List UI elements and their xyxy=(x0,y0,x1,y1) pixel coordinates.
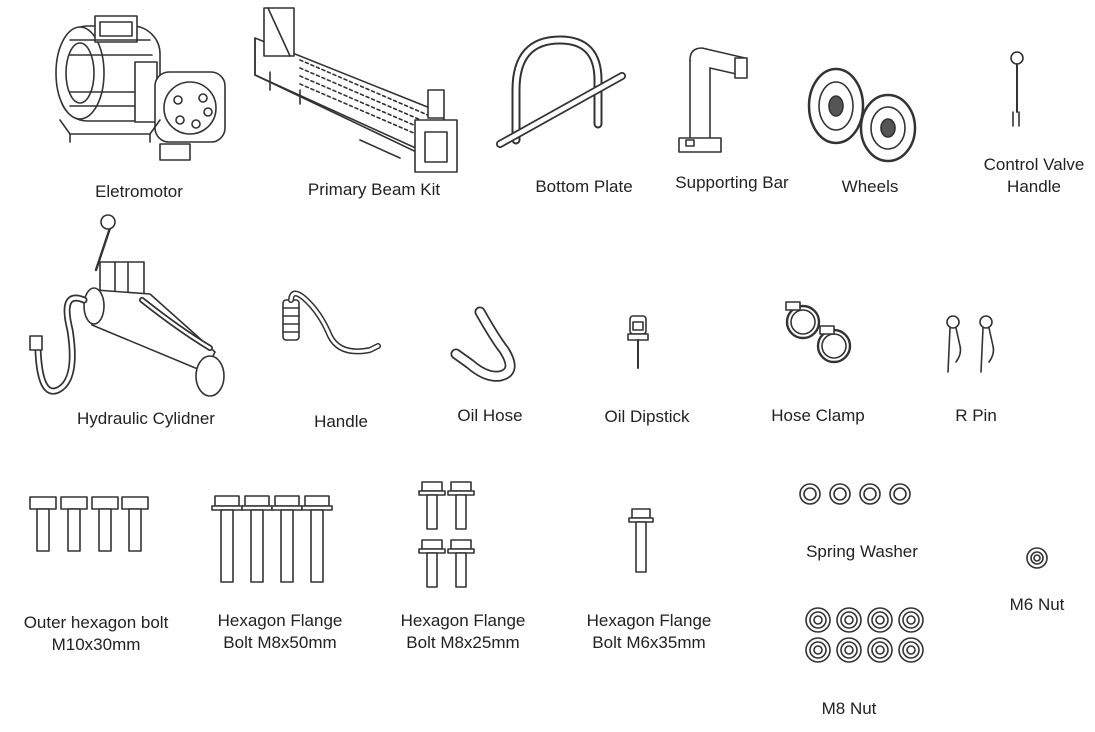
wheels-drawing xyxy=(807,67,917,163)
label-hydraulic-cylinder: Hydraulic Cylidner xyxy=(77,409,215,428)
label-flange-bolt-m6x35-line1: Hexagon Flange xyxy=(586,611,712,630)
spring-washers-drawing xyxy=(799,483,911,505)
label-oil-dipstick: Oil Dipstick xyxy=(604,407,690,426)
r-pin-drawing xyxy=(946,315,995,373)
label-outer-hexagon-bolt-line1: Outer hexagon bolt xyxy=(23,613,169,632)
label-primary-beam-kit: Primary Beam Kit xyxy=(307,180,441,199)
label-outer-hexagon-bolt: Outer hexagon bolt M10x30mm xyxy=(24,612,169,656)
control-valve-handle-drawing xyxy=(1010,51,1024,127)
label-wheels: Wheels xyxy=(841,177,899,196)
label-flange-bolt-m8x25-line1: Hexagon Flange xyxy=(400,611,526,630)
label-flange-bolt-m6x35: Hexagon Flange Bolt M6x35mm xyxy=(587,610,712,654)
label-control-valve-handle-line2: Handle xyxy=(1007,177,1061,196)
hydraulic-cylinder-drawing xyxy=(29,214,225,397)
label-eletromotor: Eletromotor xyxy=(95,182,183,201)
flange-bolts-m8x50-drawing xyxy=(211,495,333,583)
oil-dipstick-drawing xyxy=(627,315,649,369)
eletromotor-drawing xyxy=(55,15,226,161)
m8-nuts-drawing xyxy=(805,607,924,663)
label-flange-bolt-m8x50: Hexagon Flange Bolt M8x50mm xyxy=(218,610,343,654)
primary-beam-kit-drawing xyxy=(254,7,458,173)
label-flange-bolt-m8x50-line1: Hexagon Flange xyxy=(217,611,343,630)
flange-bolt-m6x35-drawing xyxy=(628,508,654,573)
hose-clamp-drawing xyxy=(785,301,852,364)
label-supporting-bar: Supporting Bar xyxy=(675,173,789,192)
label-control-valve-handle-line1: Control Valve xyxy=(983,155,1085,174)
label-flange-bolt-m8x25-line2: Bolt M8x25mm xyxy=(406,633,520,652)
label-m8-nut: M8 Nut xyxy=(821,699,877,718)
label-handle: Handle xyxy=(314,412,368,431)
m6-nut-drawing xyxy=(1026,547,1048,569)
oil-hose-drawing xyxy=(450,306,516,382)
bottom-plate-drawing xyxy=(496,35,626,148)
label-flange-bolt-m8x25: Hexagon Flange Bolt M8x25mm xyxy=(401,610,526,654)
label-hose-clamp: Hose Clamp xyxy=(771,406,865,425)
label-bottom-plate: Bottom Plate xyxy=(535,177,633,196)
label-control-valve-handle: Control Valve Handle xyxy=(984,154,1085,198)
label-oil-hose: Oil Hose xyxy=(457,406,523,425)
label-outer-hexagon-bolt-line2: M10x30mm xyxy=(51,635,141,654)
handle-drawing xyxy=(282,290,381,355)
supporting-bar-drawing xyxy=(678,47,748,153)
label-flange-bolt-m8x50-line2: Bolt M8x50mm xyxy=(223,633,337,652)
flange-bolts-m8x25-drawing xyxy=(418,481,475,588)
label-r-pin: R Pin xyxy=(955,406,997,425)
label-flange-bolt-m6x35-line2: Bolt M6x35mm xyxy=(592,633,706,652)
label-m6-nut: M6 Nut xyxy=(1009,595,1065,614)
outer-hexagon-bolts-drawing xyxy=(29,496,149,552)
label-spring-washer: Spring Washer xyxy=(806,542,918,561)
